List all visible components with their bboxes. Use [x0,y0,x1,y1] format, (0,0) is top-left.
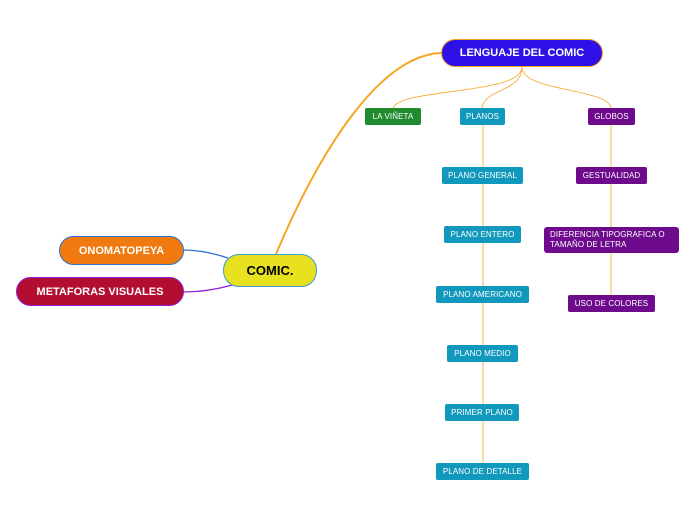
topic-onomatopeya[interactable]: ONOMATOPEYA [59,236,184,265]
subtopic-plano-entero[interactable]: PLANO ENTERO [444,226,521,243]
connector-central-onomatopeya [182,249,229,259]
central-topic-comic[interactable]: COMIC. [223,254,317,287]
subtopic-plano-medio[interactable]: PLANO MEDIO [447,345,518,362]
connector-lenguaje-vineta [392,66,523,109]
plano-americano-label: PLANO AMERICANO [443,290,522,299]
subtopic-diferencia-tipografica[interactable]: DIFERENCIA TIPOGRAFICA O TAMAÑO DE LETRA [544,227,679,253]
subtopic-globos[interactable]: GLOBOS [588,108,635,125]
gestualidad-label: GESTUALIDAD [582,171,641,180]
connector-lenguaje-planos [481,66,523,109]
diferencia-label-line2: TAMAÑO DE LETRA [550,240,627,249]
diferencia-label: DIFERENCIA TIPOGRAFICA O TAMAÑO DE LETRA [550,230,665,250]
subtopic-planos-label: PLANOS [465,112,500,121]
subtopic-primer-plano[interactable]: PRIMER PLANO [445,404,519,421]
topic-lenguaje-del-comic[interactable]: LENGUAJE DEL COMIC [441,39,603,67]
subtopic-gestualidad[interactable]: GESTUALIDAD [576,167,647,184]
subtopic-globos-label: GLOBOS [594,112,629,121]
subtopic-plano-de-detalle[interactable]: PLANO DE DETALLE [436,463,529,480]
uso-colores-label: USO DE COLORES [574,299,649,308]
topic-lenguaje-label: LENGUAJE DEL COMIC [459,47,585,59]
connector-central-metaforas [182,284,233,293]
connector-lenguaje-globos [521,66,612,109]
subtopic-plano-americano[interactable]: PLANO AMERICANO [436,286,529,303]
topic-onomatopeya-label: ONOMATOPEYA [78,244,165,257]
topic-metaforas-visuales[interactable]: METAFORAS VISUALES [16,277,184,306]
subtopic-uso-de-colores[interactable]: USO DE COLORES [568,295,655,312]
central-topic-label: COMIC. [246,263,294,278]
subtopic-planos[interactable]: PLANOS [460,108,505,125]
subtopic-vineta-label: LA VIÑETA [372,112,414,121]
plano-medio-label: PLANO MEDIO [454,349,511,358]
topic-metaforas-label: METAFORAS VISUALES [36,285,164,298]
subtopic-plano-general[interactable]: PLANO GENERAL [442,167,523,184]
diferencia-label-line1: DIFERENCIA TIPOGRAFICA O [550,230,665,239]
connector-central-lenguaje [275,52,442,255]
plano-detalle-label: PLANO DE DETALLE [442,467,523,476]
plano-entero-label: PLANO ENTERO [450,230,515,239]
subtopic-la-vineta[interactable]: LA VIÑETA [365,108,421,125]
plano-general-label: PLANO GENERAL [448,171,517,180]
primer-plano-label: PRIMER PLANO [451,408,513,417]
